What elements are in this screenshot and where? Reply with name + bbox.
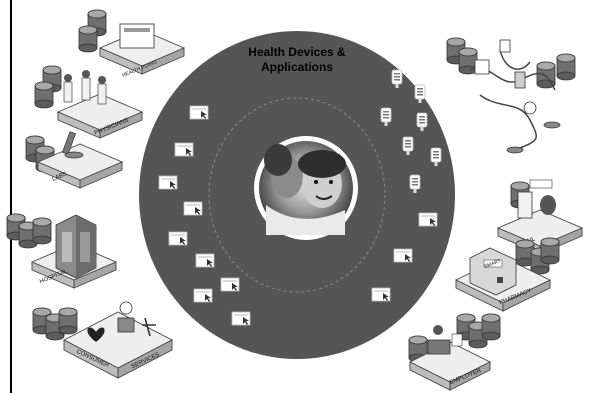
microscope-icon	[61, 131, 84, 159]
diagram-title-line1: Health Devices &	[248, 45, 346, 59]
family-photo-icon	[254, 136, 358, 240]
physicians-group-icon	[63, 70, 107, 105]
labs-label: LABS	[51, 171, 67, 182]
consumer-heart-icon	[87, 327, 105, 342]
consumer-services-node: CONSUMER SERVICES	[32, 301, 173, 379]
medical-devices-node	[446, 37, 576, 154]
health-plan-card-icon	[119, 23, 155, 49]
services-icon	[117, 301, 156, 337]
smart-pharmacy-node: SMART PHARMACY	[454, 237, 560, 312]
retail-counter-icon	[517, 179, 556, 219]
labs-node: LABS	[25, 131, 123, 189]
smart-store-icon	[469, 247, 517, 296]
hospital-building-icon	[55, 214, 97, 279]
employer-office-icon	[427, 325, 463, 355]
pharmacy-icon	[497, 277, 503, 283]
diagram-title-line2: Applications	[261, 60, 333, 74]
inner-dashed-ring	[208, 97, 386, 293]
medical-devices-network-icon	[469, 39, 561, 154]
hospital-node: HOSPITAL	[6, 213, 117, 289]
employer-node: EMPLOYER	[408, 313, 501, 391]
